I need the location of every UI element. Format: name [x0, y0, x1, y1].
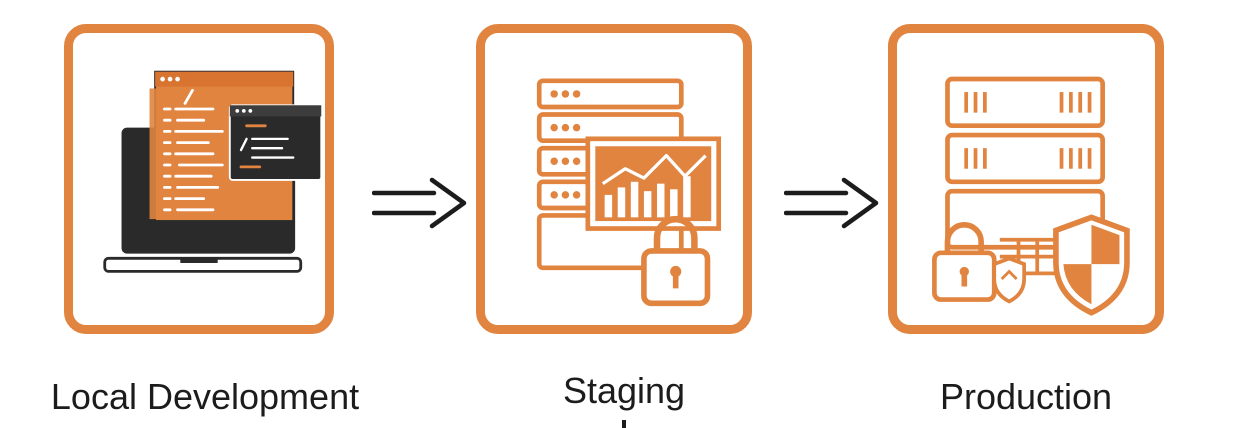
stage-local-development [64, 24, 334, 334]
stage-staging [476, 24, 752, 334]
stage-label-production: Production [939, 376, 1113, 417]
double-arrow-right-icon [784, 177, 879, 229]
stage-production [888, 24, 1164, 334]
text-fragment-mark [622, 420, 626, 428]
laptop-code-icon [103, 70, 323, 273]
server-chart-lock-icon [536, 78, 722, 307]
server-shield-lock-icon [932, 76, 1130, 316]
stage-label-staging: Staging [562, 370, 686, 411]
double-arrow-right-icon [372, 177, 467, 229]
stage-label-local-development: Local Development [50, 376, 360, 417]
